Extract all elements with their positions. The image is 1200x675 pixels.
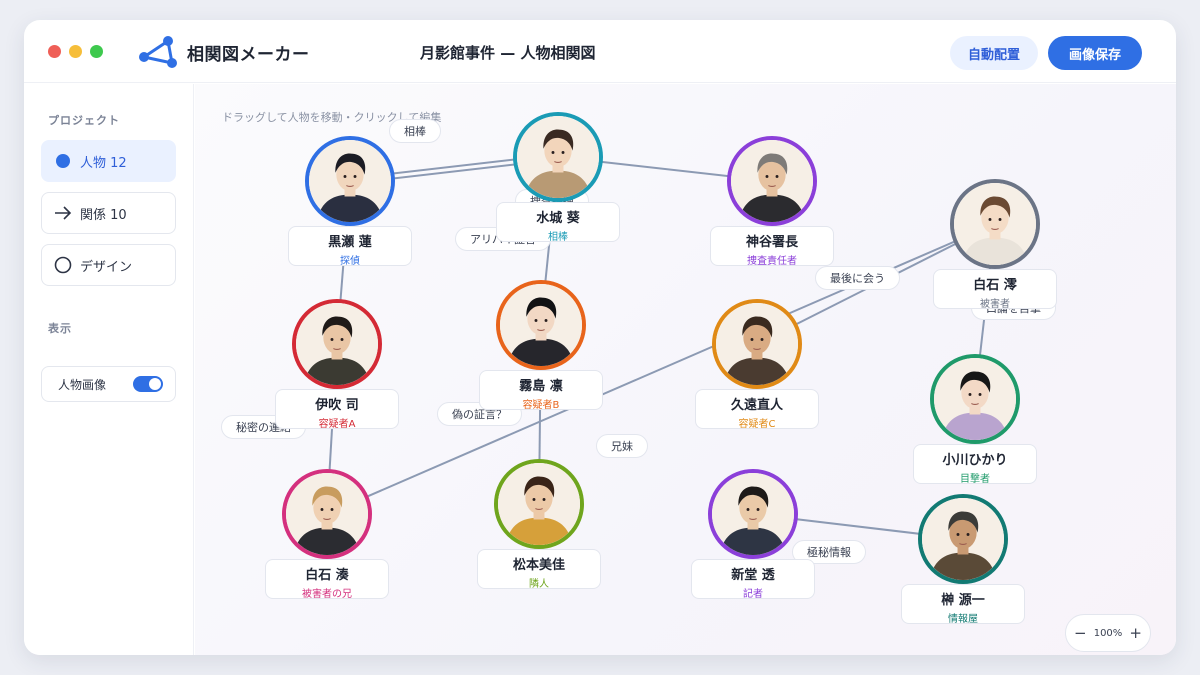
show-images-row: 人物画像 <box>41 366 176 402</box>
name-card[interactable]: 新堂 透記者 <box>691 559 815 600</box>
person-role: 容疑者A <box>318 419 356 430</box>
avatar[interactable] <box>930 354 1020 444</box>
avatar[interactable] <box>292 299 382 389</box>
person-name: 新堂 透 <box>731 568 775 583</box>
sidebar-item-people[interactable]: 人物 12 <box>41 140 176 182</box>
person-role: 相棒 <box>548 232 568 243</box>
relation-label[interactable]: 兄妹 <box>596 434 648 458</box>
name-card[interactable]: 霧島 凛容疑者B <box>479 370 603 411</box>
portrait-image <box>922 498 1004 580</box>
sidebar-item-label: 関係 10 <box>80 207 127 223</box>
name-card[interactable]: 神谷署長捜査責任者 <box>710 226 834 267</box>
sidebar-item-design[interactable]: デザイン <box>41 244 176 286</box>
show-images-toggle[interactable] <box>133 376 163 392</box>
name-card[interactable]: 黒瀬 蓮探偵 <box>288 226 412 267</box>
person-role: 記者 <box>743 589 763 600</box>
display-heading: 表示 <box>48 322 72 335</box>
auto-layout-button[interactable]: 自動配置 <box>950 36 1038 70</box>
relation-label[interactable]: 最後に会う <box>815 266 900 290</box>
avatar[interactable] <box>712 299 802 389</box>
close-window-button[interactable] <box>48 45 61 58</box>
dot-icon <box>54 152 72 170</box>
network-logo-icon <box>139 36 177 68</box>
project-heading: プロジェクト <box>48 114 120 127</box>
person-role: 容疑者C <box>738 419 776 430</box>
person-name: 霧島 凛 <box>519 379 563 394</box>
sidebar-item-label: 人物 12 <box>80 155 127 171</box>
avatar[interactable] <box>494 459 584 549</box>
person-role: 捜査責任者 <box>747 256 797 267</box>
name-card[interactable]: 伊吹 司容疑者A <box>275 389 399 430</box>
person-name: 神谷署長 <box>745 235 798 250</box>
portrait-image <box>286 473 368 555</box>
person-name: 黒瀬 蓮 <box>328 235 372 250</box>
portrait-image <box>517 116 599 198</box>
app-window: 相関図メーカー 月影館事件 — 人物相関図 自動配置 画像保存 プロジェクト 人… <box>24 20 1176 655</box>
arrow-right-icon <box>54 204 72 222</box>
minimize-window-button[interactable] <box>69 45 82 58</box>
app-title: 相関図メーカー <box>187 45 310 65</box>
person-name: 小川ひかり <box>942 453 1008 468</box>
avatar[interactable] <box>496 280 586 370</box>
avatar[interactable] <box>305 136 395 226</box>
canvas-hint: ドラッグして人物を移動・クリックして編集 <box>222 111 442 124</box>
portrait-image <box>934 358 1016 440</box>
name-card[interactable]: 榊 源一情報屋 <box>901 584 1025 625</box>
person-role: 探偵 <box>340 256 360 267</box>
person-name: 榊 源一 <box>941 593 985 608</box>
avatar[interactable] <box>727 136 817 226</box>
show-images-label: 人物画像 <box>58 377 107 392</box>
zoom-out-button[interactable]: − <box>1074 624 1087 642</box>
person-role: 目撃者 <box>960 474 990 485</box>
portrait-image <box>296 303 378 385</box>
portrait-image <box>309 140 391 222</box>
person-role: 隣人 <box>529 579 549 590</box>
sidebar: プロジェクト 人物 12 関係 10 デザイン 表示 人物画像 <box>24 84 194 655</box>
avatar[interactable] <box>918 494 1008 584</box>
zoom-control: − 100% + <box>1065 614 1151 652</box>
portrait-image <box>498 463 580 545</box>
person-name: 白石 湊 <box>305 568 349 583</box>
person-role: 容疑者B <box>522 400 560 411</box>
name-card[interactable]: 松本美佳隣人 <box>477 549 601 590</box>
portrait-image <box>716 303 798 385</box>
person-name: 久遠直人 <box>730 398 783 413</box>
person-role: 被害者の兄 <box>302 589 352 600</box>
person-role: 被害者 <box>980 299 1010 310</box>
person-role: 情報屋 <box>948 614 978 625</box>
sidebar-item-relations[interactable]: 関係 10 <box>41 192 176 234</box>
portrait-image <box>954 183 1036 265</box>
portrait-image <box>731 140 813 222</box>
save-image-button[interactable]: 画像保存 <box>1048 36 1142 70</box>
name-card[interactable]: 水城 葵相棒 <box>496 202 620 243</box>
maximize-window-button[interactable] <box>90 45 103 58</box>
circle-icon <box>54 256 72 274</box>
document-title[interactable]: 月影館事件 — 人物相関図 <box>420 44 596 62</box>
portrait-image <box>712 473 794 555</box>
avatar[interactable] <box>282 469 372 559</box>
person-name: 水城 葵 <box>536 211 580 226</box>
name-card[interactable]: 小川ひかり目撃者 <box>913 444 1037 485</box>
relation-label[interactable]: 相棒 <box>389 119 441 143</box>
avatar[interactable] <box>950 179 1040 269</box>
name-card[interactable]: 白石 湊被害者の兄 <box>265 559 389 600</box>
zoom-in-button[interactable]: + <box>1129 624 1142 642</box>
person-name: 松本美佳 <box>512 558 565 573</box>
portrait-image <box>500 284 582 366</box>
sidebar-item-label: デザイン <box>80 259 133 275</box>
zoom-level: 100% <box>1093 627 1123 639</box>
avatar[interactable] <box>513 112 603 202</box>
name-card[interactable]: 白石 澪被害者 <box>933 269 1057 310</box>
diagram-canvas[interactable]: ドラッグして人物を移動・クリックして編集 − 100% + 相棒捜査指揮アリバイ… <box>195 84 1176 655</box>
person-name: 伊吹 司 <box>315 398 359 413</box>
person-name: 白石 澪 <box>973 278 1017 293</box>
name-card[interactable]: 久遠直人容疑者C <box>695 389 819 430</box>
title-bar: 相関図メーカー 月影館事件 — 人物相関図 自動配置 画像保存 <box>24 20 1176 83</box>
avatar[interactable] <box>708 469 798 559</box>
